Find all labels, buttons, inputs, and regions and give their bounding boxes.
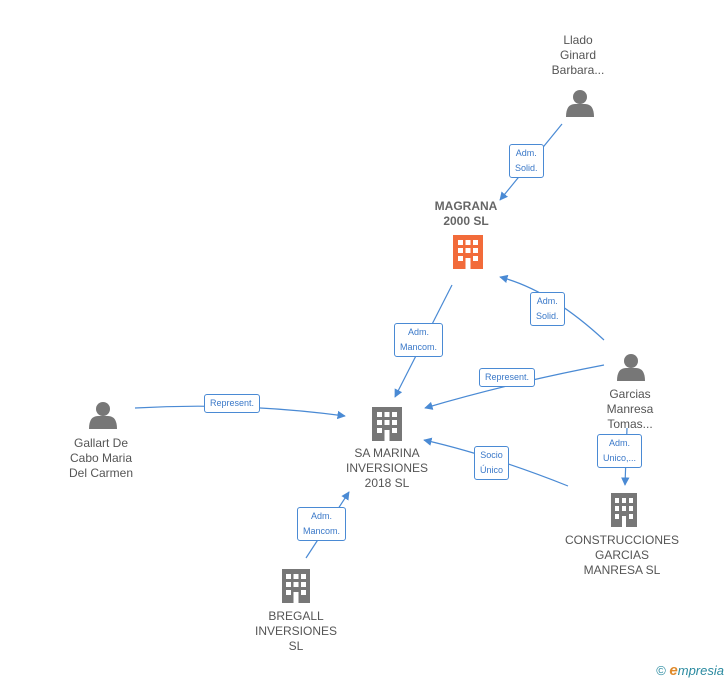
node-label-sa-marina[interactable]: SA MARINA INVERSIONES 2018 SL: [335, 446, 439, 491]
label-line: 2018 SL: [364, 476, 410, 490]
label-line: Gallart De: [73, 436, 129, 450]
label-line: Llado: [563, 33, 593, 47]
label-line: GARCIAS: [594, 548, 649, 562]
edge-label-line: Adm.: [609, 438, 631, 448]
edge-label-line: Solid.: [536, 311, 559, 321]
edge-label-gallart-samarina[interactable]: Represent.: [204, 394, 261, 413]
building-icon[interactable]: [611, 493, 637, 527]
label-line: CONSTRUCCIONES: [564, 533, 679, 547]
edge-label-llado-magrana[interactable]: Adm. Solid.: [509, 144, 544, 178]
label-line: BREGALL: [268, 609, 324, 623]
edge-label-line: Mancom.: [400, 342, 438, 352]
edge-label-line: Mancom.: [303, 526, 341, 536]
label-line: Barbara...: [551, 63, 605, 77]
edge-label-line: Único: [480, 465, 504, 475]
label-line: SL: [288, 639, 304, 653]
edge-label-line: Adm.: [408, 327, 430, 337]
edge-label-line: Adm.: [536, 296, 558, 306]
edge-label-line: Solid.: [515, 163, 538, 173]
label-line: Tomas...: [607, 417, 653, 431]
brand-footer[interactable]: © empresia: [656, 662, 724, 679]
node-label-garcias[interactable]: Garcias Manresa Tomas...: [590, 387, 670, 432]
node-label-gallart[interactable]: Gallart De Cabo Maria Del Carmen: [55, 436, 147, 481]
label-line: Ginard: [559, 48, 597, 62]
label-line: Cabo Maria: [69, 451, 133, 465]
brand-logo-initial: e: [669, 662, 678, 679]
edge-label-garcias-magrana[interactable]: Adm. Solid.: [530, 292, 565, 326]
label-line: Del Carmen: [68, 466, 134, 480]
edge-label-garcias-samarina[interactable]: Represent.: [479, 368, 536, 387]
label-line: MANRESA SL: [583, 563, 661, 577]
node-label-construcciones[interactable]: CONSTRUCCIONES GARCIAS MANRESA SL: [560, 533, 684, 578]
building-icon[interactable]: [282, 569, 310, 603]
person-icon[interactable]: [566, 90, 594, 117]
edge-label-magrana-samarina[interactable]: Adm. Mancom.: [394, 323, 444, 357]
label-line: INVERSIONES: [254, 624, 338, 638]
edge-label-construcciones-samarina[interactable]: Socio Único: [474, 446, 510, 480]
person-icon[interactable]: [617, 354, 645, 381]
edge-label-line: Represent.: [210, 398, 255, 408]
label-line: MAGRANA: [434, 199, 498, 213]
edge-label-line: Adm.: [515, 148, 537, 158]
label-line: INVERSIONES: [345, 461, 429, 475]
node-label-llado[interactable]: Llado Ginard Barbara...: [540, 33, 616, 78]
edge-label-garcias-construcciones[interactable]: Adm. Unico,...: [597, 434, 643, 468]
edge-label-line: Unico,...: [603, 453, 637, 463]
person-icon[interactable]: [89, 402, 117, 429]
edge-label-line: Socio: [480, 450, 503, 460]
node-label-bregall[interactable]: BREGALL INVERSIONES SL: [244, 609, 348, 654]
building-icon[interactable]: [453, 235, 483, 269]
label-line: Manresa: [606, 402, 654, 416]
node-label-magrana[interactable]: MAGRANA 2000 SL: [420, 199, 512, 229]
brand-logo-text: mpresia: [677, 663, 724, 678]
building-icon[interactable]: [372, 407, 402, 441]
edge-label-line: Adm.: [311, 511, 333, 521]
label-line: Garcias: [609, 387, 651, 401]
edge-label-bregall-samarina[interactable]: Adm. Mancom.: [297, 507, 347, 541]
label-line: 2000 SL: [443, 214, 489, 228]
edge-label-line: Represent.: [485, 372, 530, 382]
copyright-icon: ©: [656, 663, 666, 678]
label-line: SA MARINA: [354, 446, 420, 460]
